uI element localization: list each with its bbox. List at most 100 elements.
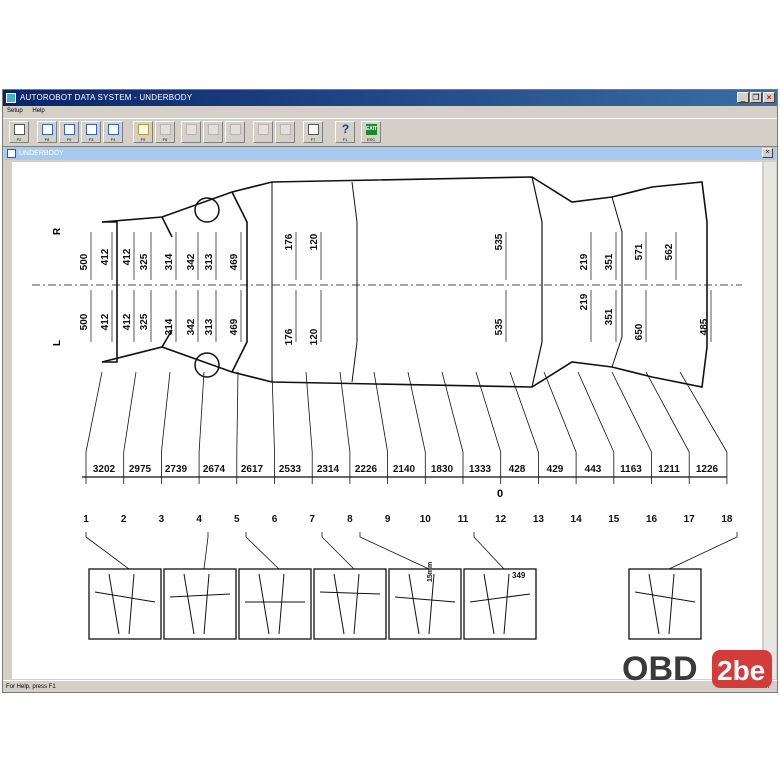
- detail-leader-line: [85, 532, 130, 570]
- length-label: 3202: [93, 464, 116, 475]
- measuring-point-number: 14: [571, 514, 583, 525]
- detail-sketch: [634, 573, 696, 635]
- tool-11-icon: [280, 124, 291, 135]
- leader-line: [577, 371, 615, 453]
- width-dimension: 485: [699, 318, 710, 335]
- title-bar[interactable]: AUTOROBOT DATA SYSTEM - UNDERBODY _ ❐ ×: [3, 90, 777, 106]
- restore-button[interactable]: ❐: [750, 92, 762, 103]
- width-dimension: 342: [186, 253, 197, 270]
- detail-view-box: [628, 568, 702, 640]
- obd2be-watermark: OBD 2be: [622, 650, 772, 688]
- length-label: 2739: [165, 464, 188, 475]
- view-b-icon: [64, 124, 75, 135]
- toolbar-measure-button[interactable]: F5: [133, 121, 153, 143]
- exit-icon: EXIT: [366, 124, 377, 135]
- toolbar-key-label: F7: [310, 137, 316, 142]
- width-dimension: 325: [139, 313, 150, 330]
- length-label: 2674: [203, 464, 226, 475]
- view-c-icon: [86, 124, 97, 135]
- toolbar-tool-6-button[interactable]: F6: [155, 121, 175, 143]
- toolbar-key-label: F2: [16, 137, 22, 142]
- toolbar-tool-10-button[interactable]: [253, 121, 273, 143]
- toolbar-exit-button[interactable]: EXIT ESC: [361, 121, 381, 143]
- detail-sketch: [169, 573, 231, 635]
- width-dimension: 562: [664, 243, 675, 260]
- leader-line: [509, 371, 539, 453]
- width-dimension: 120: [309, 328, 320, 345]
- toolbar-view-d-button[interactable]: F4: [103, 121, 123, 143]
- leader-line: [441, 371, 464, 453]
- width-dimension: 412: [100, 313, 111, 330]
- child-title-bar[interactable]: UNDERBODY ×: [4, 147, 776, 160]
- toolbar-tool-9-button[interactable]: [225, 121, 245, 143]
- detail-leader-line: [473, 532, 505, 570]
- detail-leader-line: [203, 532, 209, 570]
- length-label: 2314: [317, 464, 340, 475]
- child-close-button[interactable]: ×: [762, 148, 773, 158]
- watermark-badge: [712, 650, 772, 688]
- length-label: 2533: [279, 464, 302, 475]
- width-dimension: 120: [309, 233, 320, 250]
- detail-leader-line: [668, 532, 738, 570]
- width-dimension: 342: [186, 318, 197, 335]
- toolbar-print-button[interactable]: F7: [303, 121, 323, 143]
- detail-view-box: [163, 568, 237, 640]
- width-dimension: 313: [204, 253, 215, 270]
- width-dimension: 219: [579, 253, 590, 270]
- tool-9-icon: [230, 124, 241, 135]
- measuring-point-number: 9: [385, 514, 391, 525]
- detail-view-box: [238, 568, 312, 640]
- leader-line: [161, 371, 171, 453]
- leader-line: [543, 371, 577, 453]
- help-icon: ?: [341, 122, 350, 136]
- vertical-scrollbar[interactable]: [764, 162, 776, 679]
- menu-help[interactable]: Help: [32, 108, 45, 114]
- width-dimension: 535: [494, 233, 505, 250]
- view-d-icon: [108, 124, 119, 135]
- width-dimension: 314: [164, 253, 175, 270]
- menu-setup[interactable]: Setup: [7, 108, 23, 114]
- toolbar-tool-8-button[interactable]: [203, 121, 223, 143]
- toolbar-view-b-button[interactable]: F9: [59, 121, 79, 143]
- leader-line: [475, 371, 502, 453]
- detail-sketch: [319, 573, 381, 635]
- toolbar-view-a-button[interactable]: F8: [37, 121, 57, 143]
- close-button[interactable]: ×: [763, 92, 775, 103]
- side-label-right: R: [52, 227, 63, 235]
- view-a-icon: [42, 124, 53, 135]
- width-dimension: 176: [284, 233, 295, 250]
- measuring-point-number: 11: [458, 514, 469, 525]
- measuring-point-number: 13: [533, 514, 545, 525]
- child-window-title: UNDERBODY: [19, 150, 64, 157]
- measuring-point-number: 7: [309, 514, 315, 525]
- measuring-point-number: 2: [121, 514, 127, 525]
- measure-icon: [138, 124, 149, 135]
- length-label: 1211: [658, 464, 680, 475]
- detail-sketch: [394, 573, 456, 635]
- length-label: 1226: [696, 464, 719, 475]
- watermark-brand-left: OBD: [622, 650, 698, 688]
- leader-line: [236, 371, 239, 453]
- toolbar-view-c-button[interactable]: F3: [81, 121, 101, 143]
- toolbar-key-label: F3: [88, 137, 94, 142]
- toolbar-tool-11-button[interactable]: [275, 121, 295, 143]
- toolbar-help-button[interactable]: ?F1: [335, 121, 355, 143]
- zero-marker: 0: [497, 488, 503, 500]
- toolbar-tool-7-button[interactable]: [181, 121, 201, 143]
- length-label: 443: [585, 464, 602, 475]
- toolbar-key-label: F8: [44, 137, 50, 142]
- toolbar-print-setup-button[interactable]: F2: [9, 121, 29, 143]
- toolbar-key-label: ESC: [366, 137, 376, 142]
- width-dimension: 351: [604, 253, 615, 270]
- width-dimension: 469: [229, 318, 240, 335]
- measuring-point-number: 1: [83, 514, 89, 525]
- app-icon: [6, 93, 16, 103]
- width-dimension: 500: [79, 253, 90, 270]
- length-label: 2226: [355, 464, 378, 475]
- minimize-button[interactable]: _: [737, 92, 749, 103]
- width-dimension: 469: [229, 253, 240, 270]
- detail-label-15mm: 15mm: [427, 562, 434, 582]
